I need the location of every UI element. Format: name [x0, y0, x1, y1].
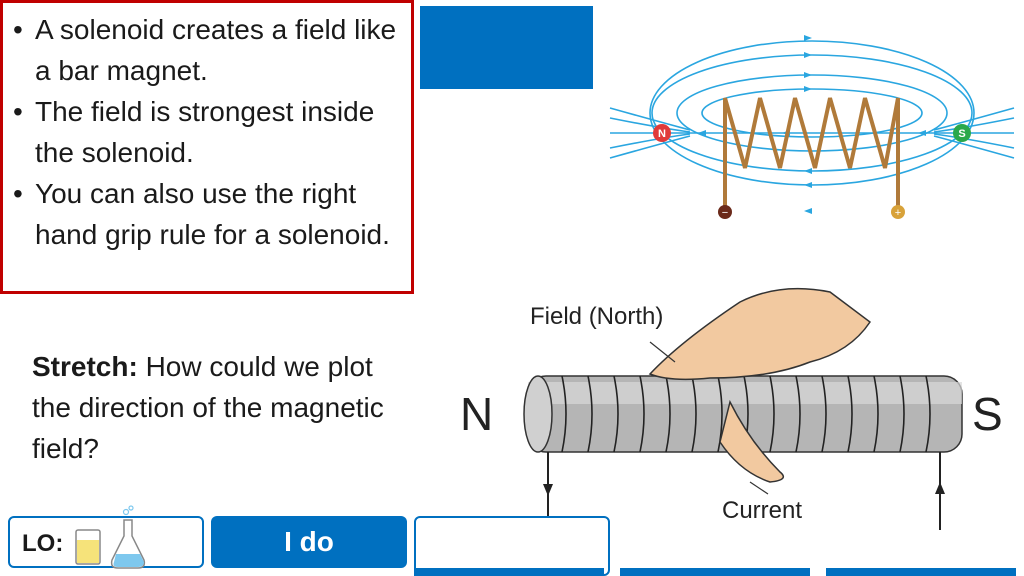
current-label: Current [722, 497, 802, 524]
bullet-list: •A solenoid creates a field like a bar m… [3, 3, 411, 255]
we-do-button[interactable] [414, 516, 610, 576]
footer-strip [620, 568, 810, 576]
hand-north-pole-label: N [460, 388, 493, 440]
negative-terminal-label: − [722, 207, 728, 219]
footer-strip [826, 568, 1016, 576]
south-pole-label: S [958, 128, 965, 140]
bullet-item: •You can also use the right hand grip ru… [13, 178, 390, 250]
hand-south-pole-label: S [972, 388, 1003, 440]
field-north-label: Field (North) [530, 303, 663, 330]
solenoid-field-diagram: − + N S [609, 35, 1015, 219]
stretch-label: Stretch: [32, 351, 138, 382]
bullet-box: •A solenoid creates a field like a bar m… [0, 0, 414, 294]
lo-box: LO: [8, 505, 204, 569]
hand-grip-rule-diagram: N S Field (North) Current [460, 287, 1003, 530]
positive-terminal-label: + [895, 207, 901, 219]
lab-beaker-flask-icon [75, 505, 146, 569]
stretch-text: How could we plot the direction of the m… [32, 351, 384, 464]
bullet-item: •A solenoid creates a field like a bar m… [13, 14, 397, 86]
i-do-button[interactable]: I do [211, 516, 407, 568]
stretch-question: Stretch: How could we plot the direction… [32, 346, 392, 469]
title-banner [420, 6, 593, 89]
bullet-item: •The field is strongest inside the solen… [13, 96, 375, 168]
footer-strip [414, 568, 604, 576]
north-pole-label: N [658, 128, 666, 140]
lo-label: LO: [22, 530, 64, 557]
